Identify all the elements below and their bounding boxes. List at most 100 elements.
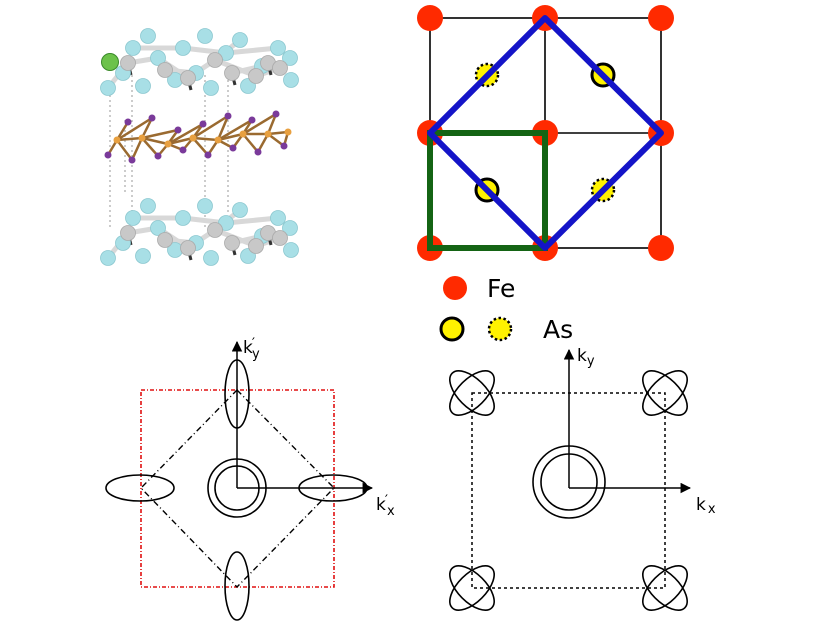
layer-atom-gray [272,60,288,76]
fe-layer-atom [214,136,222,144]
fermi-surface-unfolded: k′x k′y [105,336,395,621]
legend-fe-marker [443,276,467,300]
x-axis-label: k′x [376,493,395,519]
fe-atom [648,5,674,31]
layer-atom [175,40,191,56]
large-unit-cell [427,15,664,251]
layer-bond [223,215,281,226]
layer-atom [135,248,151,264]
layer-atom [135,78,151,94]
layer-atom-gray [120,225,136,241]
as-layer-atom [148,114,156,122]
as-layer-atom [254,148,262,156]
layer-atom [282,50,298,66]
layer-atom [100,250,116,266]
corner-electron-pockets [449,370,688,611]
pocket-ellipse-a [642,565,688,611]
corner-pocket [449,370,495,416]
as-layer-atom [104,151,112,159]
layer-atom [203,80,219,96]
as-layer-atom [224,112,232,120]
pocket-ellipse-b [642,565,688,611]
fe-layer-atom [264,130,272,138]
layer-atom-gray [224,65,240,81]
crystal-guide-lines [109,65,229,230]
as-layer-atom [179,146,187,154]
feas-bond [217,118,253,142]
crystal-structure [100,28,299,266]
as-layer-atom [248,116,256,124]
legend: Fe As [439,274,573,344]
corner-pocket [642,370,688,416]
layer-atom-gray [157,232,173,248]
layer-atom [203,250,219,266]
feas-bond [266,113,278,135]
layer-atom-gray [224,235,240,251]
feas-bond [115,121,130,141]
hole-pocket-outer [207,458,267,518]
layer-atom [197,28,213,44]
legend-as-solid-marker [439,316,465,342]
layer-atom [125,210,141,226]
layer-atom-gray [180,70,196,86]
layer-atom [283,242,299,258]
fe-layer-atom [113,136,121,144]
fe-atom [648,235,674,261]
pocket-ellipse-a [449,565,495,611]
feas-bond [116,116,153,142]
fe-layer-atom [138,134,146,142]
fe-atom [417,5,443,31]
as-layer-atom [124,118,132,126]
layer-atom [140,28,156,44]
pocket-ellipse-a [642,370,688,416]
feas-bond [192,136,219,142]
feas-bond [141,128,179,140]
as-layer-atom [199,120,207,128]
folded-zone-boundary [140,389,335,589]
layer-atom [175,210,191,226]
feas-bond [242,133,259,153]
as-layer-atom [128,156,136,164]
y-axis-label: ky [577,346,595,369]
hole-pocket-inner [214,465,260,511]
feas-bond [130,137,144,161]
fe-layer-atom [284,128,292,136]
layer-atom [270,210,286,226]
layer-atom-gray [207,52,223,68]
layer-atom [232,32,248,48]
layer-atom-gray [248,68,264,84]
layer-atom-gray [120,55,136,71]
layer-atom [150,220,166,236]
pocket-ellipse-b [449,370,495,416]
as-layer-atom [154,152,162,160]
feas-bond [242,112,277,136]
layer-atom [232,202,248,218]
crystal-bottom-layer [100,198,299,266]
electron-pocket-bottom [224,551,250,621]
layer-atom-gray [248,238,264,254]
layer-atom [270,40,286,56]
electron-pocket-left [105,474,175,502]
electron-pocket-top [224,359,250,429]
feas-bond [192,114,229,140]
legend-fe-label: Fe [487,274,515,303]
corner-pocket [642,565,688,611]
crystal-top-layer [100,28,299,96]
feas-bond [192,137,209,156]
pocket-ellipse-b [449,565,495,611]
layer-bond [223,45,281,56]
small-unit-cell [427,130,548,251]
layer-atom-gray [180,240,196,256]
corner-pocket [449,565,495,611]
feas-bond [141,137,159,157]
legend-as-dotted-marker [487,316,513,342]
hole-pocket-inner [540,453,598,511]
electron-pocket-right [298,474,368,502]
fe-as-lattice [417,5,674,261]
feas-bond [217,132,244,142]
y-axis-label: k′y [243,336,260,362]
feas-bond [141,136,169,146]
dopant-atom [101,53,119,71]
